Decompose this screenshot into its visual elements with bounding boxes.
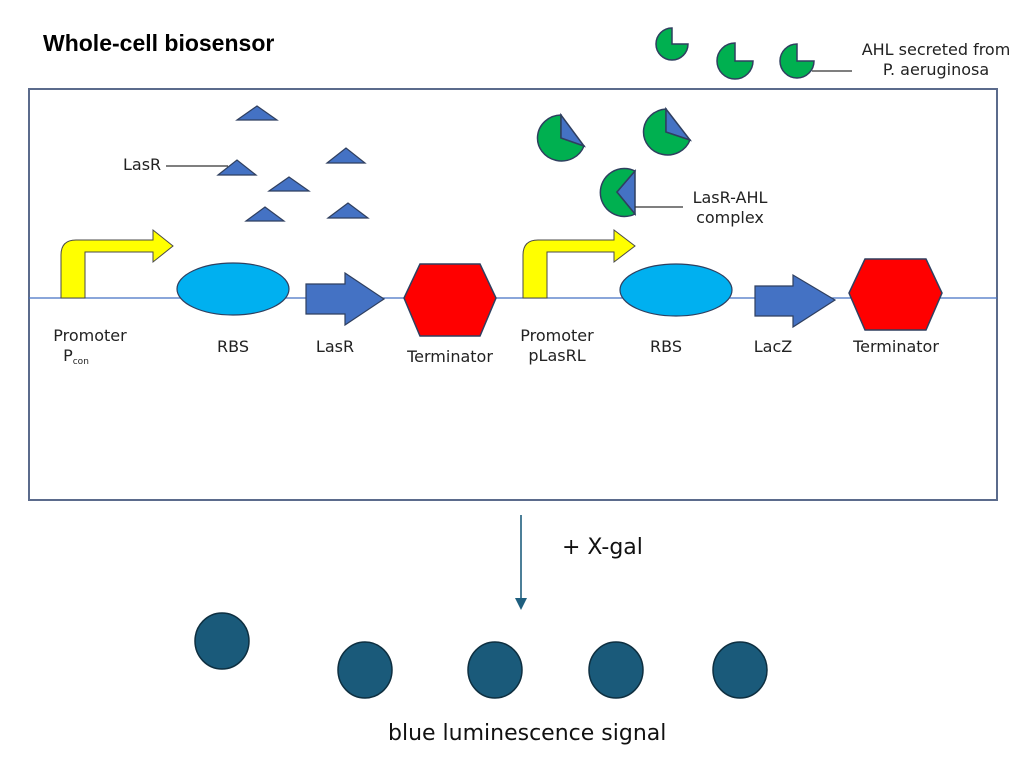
lasr-ahl-complex [642,106,693,156]
signal-dot [588,641,644,699]
circuit-2 [522,228,943,331]
promoter-subscript: con [72,357,89,367]
promoter-label-text: Promoter [520,326,594,345]
rbs-1 [176,262,290,316]
ahl-molecule [779,43,815,79]
cds-lacz-arrow [754,273,837,329]
lasr-triangle [326,202,370,219]
reagent-label: + X-gal [562,535,643,560]
terminator-2-label: Terminator [853,337,939,356]
lasr-triangle [267,176,311,192]
output-label: blue luminescence signal [388,721,667,746]
ahl-label-line2: P. aeruginosa [882,60,990,79]
signal-dot [337,641,393,699]
rbs-2-label: RBS [650,337,682,356]
promoter-plasrl-arrow [522,228,636,299]
lasr-triangle [325,147,367,164]
lasr-label: LasR [123,155,162,174]
promoter-plasrl-label: Promoter pLasRL [507,326,607,366]
promoter-name-text: pLasRL [528,346,586,365]
signal-dot [194,612,250,670]
promoter-name: Pcon [40,346,140,372]
complex-label-line1: LasR-AHL [692,188,768,207]
cds-lacz-label: LacZ [753,337,793,356]
cell-boundary [28,88,998,501]
circuit-1 [60,228,497,337]
ahl-molecule [716,42,754,80]
signal-dot [712,641,768,699]
signal-group [194,612,768,699]
lasr-ahl-complex [536,112,587,162]
promoter-name-text: P [63,346,73,365]
cds-lasr-label: LasR [315,337,355,356]
lasr-triangle [235,105,279,121]
terminator-1 [403,263,497,337]
complex-label-line2: complex [696,208,764,227]
lasr-group [216,105,370,222]
rbs-1-label: RBS [217,337,249,356]
ahl-label: AHL secreted from P. aeruginosa [846,40,1026,80]
signal-dot [467,641,523,699]
ahl-molecule [655,27,689,61]
lasr-triangle [244,206,286,222]
ahl-label-line1: AHL secreted from [861,40,1011,59]
terminator-2 [848,258,943,331]
rbs-2 [619,263,733,317]
lasr-ahl-complex [599,167,637,218]
terminator-1-label: Terminator [407,347,493,366]
reaction-arrow-head [515,598,527,610]
diagram-title: Whole-cell biosensor [43,30,275,56]
promoter-label-text: Promoter [53,326,127,345]
cds-lasr-arrow [305,271,386,327]
complex-group [536,106,693,218]
complex-label: LasR-AHL complex [680,188,780,228]
promoter-pcon-arrow [60,228,174,299]
free-ahl-group [655,27,815,80]
promoter-pcon-label: Promoter Pcon [40,326,140,372]
lasr-triangle [216,159,258,176]
